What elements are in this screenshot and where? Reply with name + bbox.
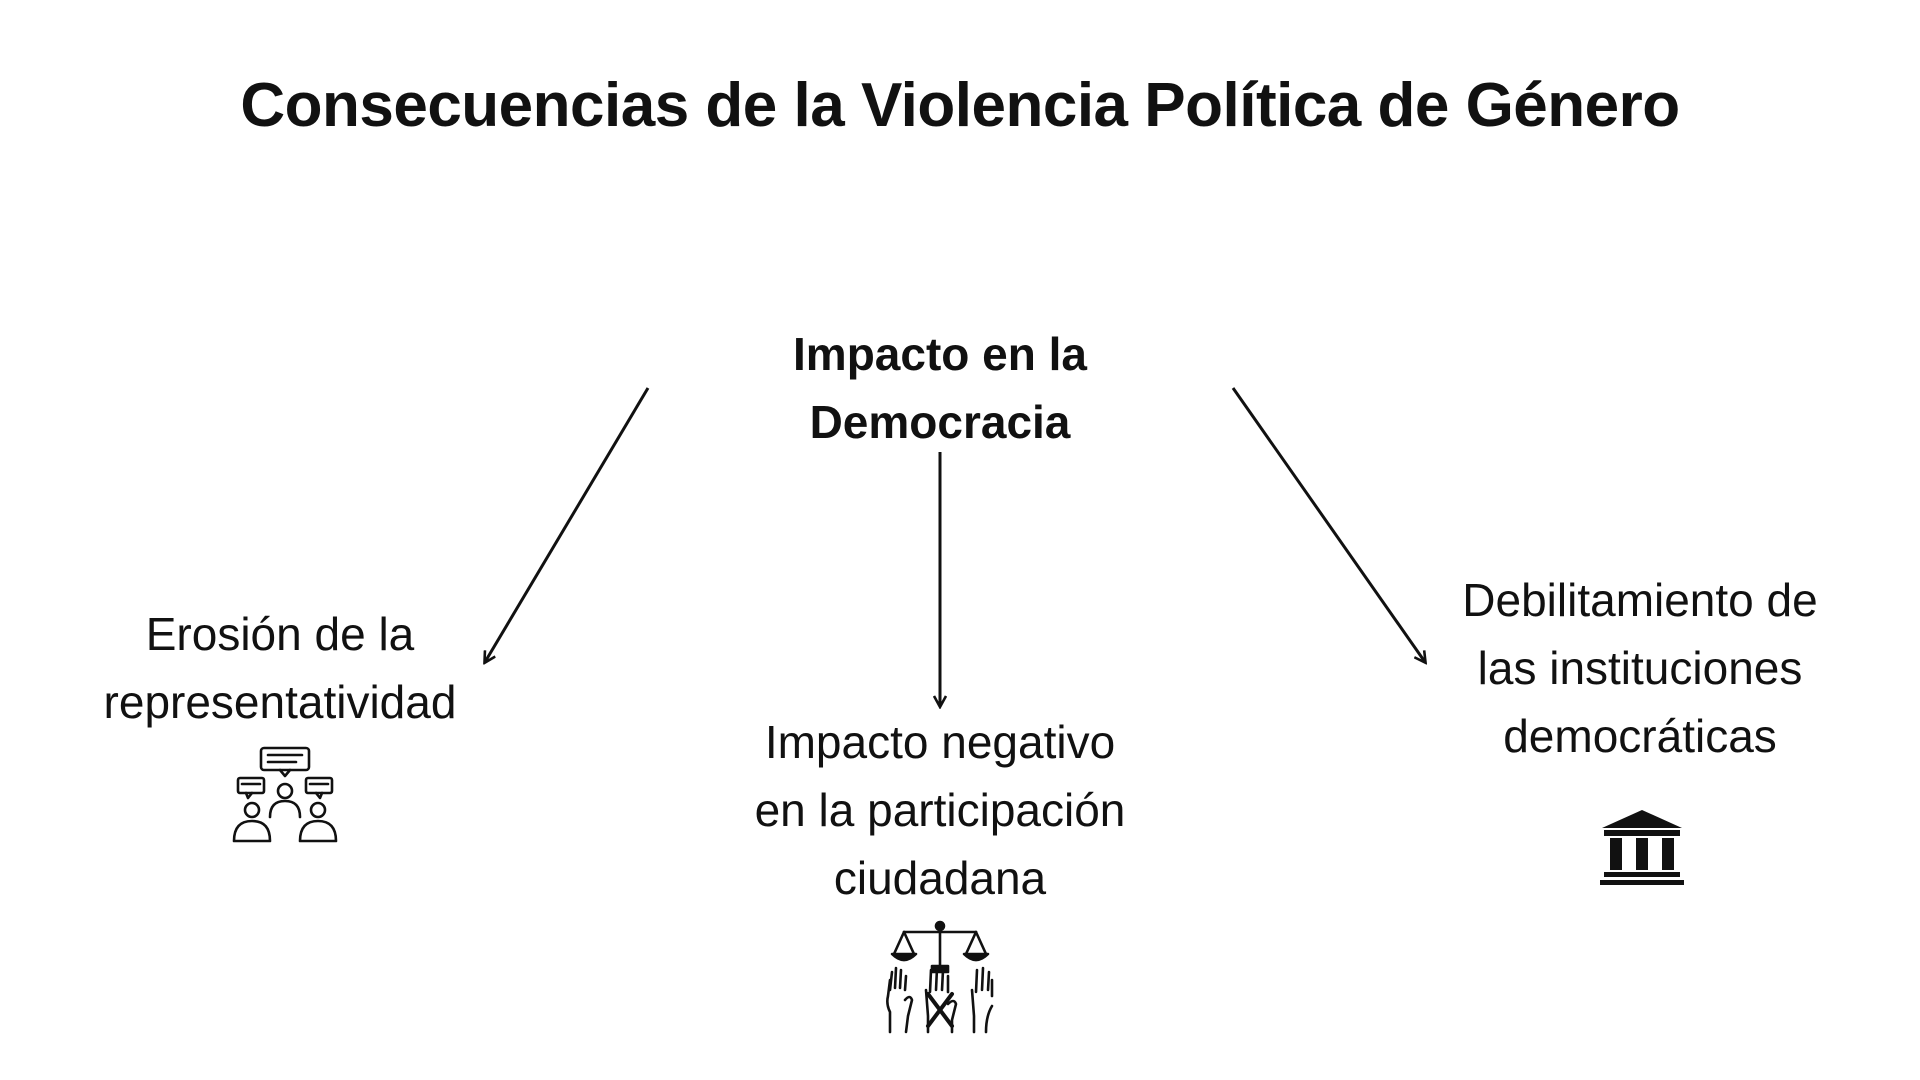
node-right-line-2: las instituciones	[1477, 642, 1803, 694]
node-right-line-3: democráticas	[1503, 710, 1777, 762]
node-right-line-1: Debilitamiento de	[1462, 574, 1818, 626]
node-middle: Impacto negativo en la participación ciu…	[700, 708, 1180, 912]
node-left: Erosión de la representatividad	[60, 600, 500, 736]
arrow-to-right-node	[1231, 387, 1425, 662]
central-node: Impacto en la Democracia	[700, 320, 1180, 456]
node-right: Debilitamiento de las instituciones demo…	[1410, 566, 1870, 770]
node-middle-line-3: ciudadana	[833, 852, 1047, 904]
people-discussion-icon	[232, 746, 338, 843]
node-middle-line-2: en la participación	[754, 784, 1126, 836]
central-node-line-2: Democracia	[809, 396, 1071, 448]
arrow-to-left-node	[485, 387, 650, 662]
scale-hands-vote-icon	[886, 920, 994, 1034]
node-left-line-1: Erosión de la	[145, 608, 415, 660]
central-node-line-1: Impacto en la	[793, 328, 1087, 380]
page-title: Consecuencias de la Violencia Política d…	[240, 71, 1680, 140]
node-left-line-2: representatividad	[103, 676, 457, 728]
node-middle-line-1: Impacto negativo	[764, 716, 1116, 768]
institution-building-icon	[1600, 810, 1684, 885]
